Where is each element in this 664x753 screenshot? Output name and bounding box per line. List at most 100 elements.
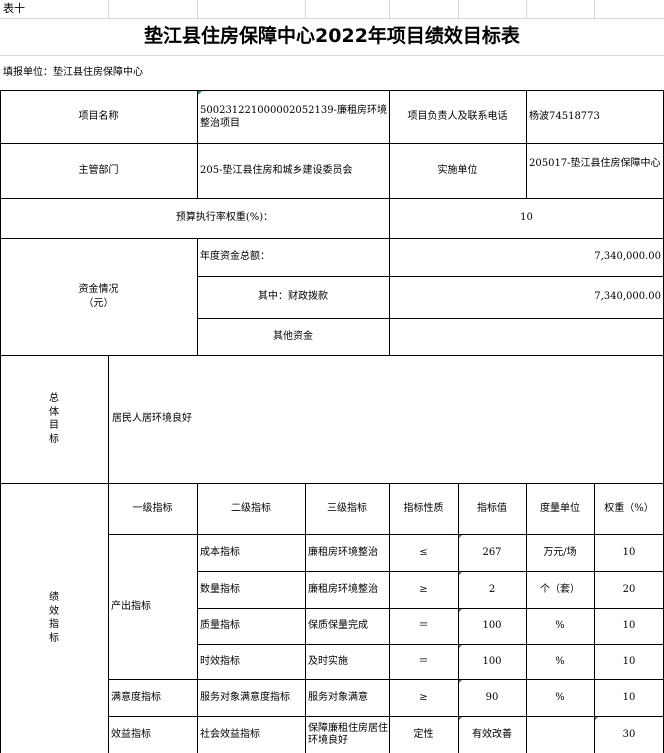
funds-other-label: 其他资金 xyxy=(273,330,313,342)
sheet-gridline xyxy=(197,0,198,18)
table-border xyxy=(305,483,306,753)
project-owner-label: 项目负责人及联系电话 xyxy=(407,111,508,123)
row-level3: 保质保量完成 xyxy=(308,620,368,632)
sheet-label: 表十 xyxy=(3,1,25,15)
reporting-unit: 填报单位：垫江县住房保障中心 xyxy=(3,67,143,79)
row-nature: ＝ xyxy=(418,620,429,632)
row-unit: 万元/场 xyxy=(543,546,577,558)
header-level1: 一级指标 xyxy=(132,502,173,514)
sheet-gridline xyxy=(0,18,664,19)
row-level3: 服务对象满意 xyxy=(308,691,368,703)
exec-unit-value: 205017-垫江县住房保障中心 xyxy=(529,158,661,169)
row-level2: 成本指标 xyxy=(200,546,240,558)
page-title: 垫江县住房保障中心2022年项目绩效目标表 xyxy=(144,25,520,48)
table-border xyxy=(0,355,664,356)
table-border xyxy=(0,198,664,199)
row-nature: ＝ xyxy=(418,655,429,667)
row-value: 有效改善 xyxy=(458,716,526,753)
table-border xyxy=(0,90,1,753)
table-border xyxy=(197,238,198,355)
sheet-gridline xyxy=(594,0,595,18)
row-unit: % xyxy=(555,620,565,632)
sheet-gridline xyxy=(108,0,109,18)
row-level2: 社会效益指标 xyxy=(200,728,260,740)
row-value: 100 xyxy=(458,608,526,644)
project-name-value: 500231221000002052139-廉租房环境整治项目 xyxy=(197,91,389,143)
row-level2: 数量指标 xyxy=(200,583,240,595)
row-unit xyxy=(526,716,594,753)
project-owner-value: 杨波74518773 xyxy=(529,111,600,123)
perf-label-char: 绩 xyxy=(49,592,59,603)
table-border xyxy=(389,90,390,355)
dept-label: 主管部门 xyxy=(78,164,119,176)
funds-total-label: 年度资金总额： xyxy=(200,251,270,263)
table-border xyxy=(108,716,664,717)
goal-label-char: 总 xyxy=(49,393,59,404)
table-border xyxy=(108,355,109,753)
funds-label-unit: （元） xyxy=(83,297,114,309)
header-level3: 三级指标 xyxy=(327,502,367,514)
row-weight: 10 xyxy=(622,655,636,667)
table-border xyxy=(197,318,664,319)
row-level2: 时效指标 xyxy=(200,655,240,667)
group-satisfaction: 满意度指标 xyxy=(111,691,161,703)
table-border xyxy=(526,90,527,198)
table-border xyxy=(389,483,390,753)
table-border xyxy=(0,483,664,484)
funds-label-text: 资金情况 xyxy=(78,284,119,295)
group-output: 产出指标 xyxy=(111,600,151,612)
table-border xyxy=(458,483,459,753)
project-name-label: 项目名称 xyxy=(78,111,119,123)
overall-goal-label: 总 体 目 标 xyxy=(0,355,108,483)
header-value: 指标值 xyxy=(477,502,507,514)
perf-indicators-label: 绩 效 指 标 xyxy=(0,483,108,753)
row-level3: 保障廉租住房居住环境良好 xyxy=(308,722,388,746)
row-weight: 30 xyxy=(594,716,664,753)
table-border xyxy=(0,143,664,144)
row-level3: 及时实施 xyxy=(308,655,348,667)
table-border xyxy=(197,571,664,572)
funds-fiscal-value: 7,340,000.00 xyxy=(594,291,661,303)
header-level2: 二级指标 xyxy=(231,502,271,514)
budget-weight-value: 10 xyxy=(520,212,533,224)
row-nature: ≤ xyxy=(419,546,428,558)
header-weight: 权重（%） xyxy=(604,502,654,514)
row-weight: 20 xyxy=(622,583,636,595)
sheet-gridline xyxy=(389,0,390,18)
header-nature: 指标性质 xyxy=(403,502,444,514)
dept-value: 205-垫江县住房和城乡建设委员会 xyxy=(200,164,353,176)
row-value: 90 xyxy=(458,679,526,716)
sheet-gridline xyxy=(526,0,527,18)
row-weight: 10 xyxy=(622,620,636,632)
table-border xyxy=(526,483,527,753)
row-value: 100 xyxy=(458,644,526,679)
group-benefit: 效益指标 xyxy=(111,728,151,740)
row-value: 2 xyxy=(458,571,526,608)
row-weight: 10 xyxy=(622,691,636,703)
sheet-gridline xyxy=(305,0,306,18)
goal-label-char: 目 xyxy=(49,420,59,431)
row-value: 267 xyxy=(458,534,526,571)
sheet-gridline xyxy=(458,0,459,18)
row-level2: 服务对象满意度指标 xyxy=(200,691,290,703)
goal-label-char: 体 xyxy=(49,406,59,418)
row-unit: % xyxy=(555,655,565,667)
row-weight: 10 xyxy=(622,546,636,558)
table-border xyxy=(108,534,664,535)
table-border xyxy=(197,644,664,645)
perf-label-char: 效 xyxy=(49,605,59,617)
funds-fiscal-label: 其中：财政拨款 xyxy=(258,291,328,303)
funds-other-value xyxy=(389,318,664,355)
row-level3: 廉租房环境整治 xyxy=(308,583,378,595)
table-border xyxy=(108,679,664,680)
row-unit: 个（套） xyxy=(540,583,580,595)
row-level3: 廉租房环境整治 xyxy=(308,546,378,558)
table-border xyxy=(0,238,664,239)
table-border xyxy=(197,276,664,277)
overall-goal-text: 居民人居环境良好 xyxy=(112,413,192,425)
perf-label-char: 标 xyxy=(49,632,59,644)
exec-unit-label: 实施单位 xyxy=(437,164,478,176)
row-nature: ≥ xyxy=(419,583,428,595)
table-border xyxy=(197,90,198,198)
table-border xyxy=(0,90,664,91)
